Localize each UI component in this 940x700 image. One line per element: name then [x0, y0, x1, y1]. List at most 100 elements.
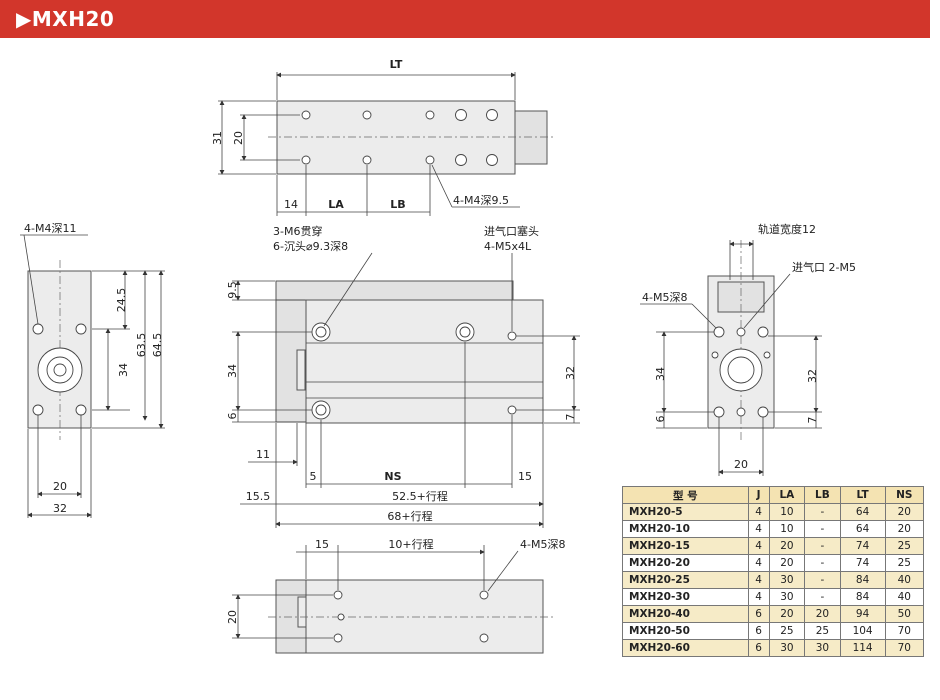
- cell: 20: [768, 554, 806, 572]
- dim-end-7: 7: [806, 417, 819, 424]
- dim-5: 5: [310, 470, 317, 483]
- dim-24-5: 24.5: [115, 288, 128, 313]
- cell: 10: [768, 520, 806, 538]
- dim-9-5: 9.5: [226, 281, 239, 299]
- cell: 6: [747, 622, 770, 640]
- cell-model: MXH20-15: [622, 537, 749, 555]
- header-lb: LB: [804, 486, 841, 504]
- cell: 74: [839, 537, 886, 555]
- cell-model: MXH20-60: [622, 639, 749, 657]
- cell: -: [804, 537, 841, 555]
- cell: 74: [839, 554, 886, 572]
- note-end-port: 进气口 2-M5: [792, 260, 856, 274]
- dim-20: 20: [232, 131, 245, 145]
- header-la: LA: [768, 486, 806, 504]
- cell: 6: [747, 605, 770, 623]
- dim-front-6: 6: [226, 413, 239, 420]
- cell: 4: [747, 520, 770, 538]
- dim-64-5: 64.5: [151, 333, 164, 358]
- dim-end-20: 20: [734, 458, 748, 471]
- dim-lt: LT: [390, 58, 403, 71]
- cell-model: MXH20-25: [622, 571, 749, 589]
- cell: 84: [839, 571, 886, 589]
- cell: 4: [747, 554, 770, 572]
- cell: 30: [768, 571, 806, 589]
- dim-front-34: 34: [226, 364, 239, 378]
- dim-63-5: 63.5: [135, 333, 148, 358]
- cell: 4: [747, 588, 770, 606]
- cell: 6: [747, 639, 770, 657]
- dim-front-32: 32: [564, 366, 577, 380]
- cell: 70: [884, 639, 925, 657]
- dim-lb: LB: [390, 198, 405, 211]
- cell: 70: [884, 622, 925, 640]
- cell: 4: [747, 503, 770, 521]
- cell: 10: [768, 503, 806, 521]
- cell: 64: [839, 520, 886, 538]
- cell: 20: [884, 520, 925, 538]
- bottom-view: 15 10+行程 4-M5深8 20: [226, 538, 565, 654]
- cell: -: [804, 520, 841, 538]
- end-view: 轨道宽度12 进气口 2-M5 4-M5深8 34 6 32 7 20: [640, 222, 856, 476]
- note-counterbore: 6-沉头⌀9.3深8: [273, 240, 348, 253]
- dim-15-5: 15.5: [246, 490, 271, 503]
- page-title: ▶MXH20: [16, 7, 115, 31]
- cell: 25: [884, 537, 925, 555]
- cell: 114: [839, 639, 886, 657]
- cell: 64: [839, 503, 886, 521]
- cell: 4: [747, 571, 770, 589]
- note-front-m5: 4-M5x4L: [484, 240, 532, 253]
- cell: -: [804, 554, 841, 572]
- note-rail-width: 轨道宽度12: [758, 222, 816, 236]
- cell: 20: [768, 537, 806, 555]
- dim-side-20: 20: [53, 480, 67, 493]
- note-m6: 3-M6贯穿: [273, 224, 322, 238]
- cell: -: [804, 588, 841, 606]
- note-port-plug: 进气口塞头: [484, 224, 539, 238]
- dim-68: 68+行程: [387, 510, 432, 523]
- dim-bottom-10: 10+行程: [388, 538, 433, 551]
- cell: 40: [884, 571, 925, 589]
- cell: -: [804, 503, 841, 521]
- dim-14: 14: [284, 198, 298, 211]
- dim-bottom-15: 15: [315, 538, 329, 551]
- dim-front-7: 7: [564, 414, 577, 421]
- cell: 40: [884, 588, 925, 606]
- top-view: LT 31 20 14 LA LB 4-M4深9.5: [211, 58, 555, 216]
- dim-31: 31: [211, 131, 224, 145]
- header-ns: NS: [884, 486, 925, 504]
- header-j: J: [747, 486, 770, 504]
- header-model: 型 号: [622, 486, 749, 504]
- side-view: 4-M4深11 24.5 63.5 64.5 34 20 32: [20, 222, 165, 518]
- dim-la: LA: [328, 198, 344, 211]
- cell: 30: [768, 639, 806, 657]
- cell: 4: [747, 537, 770, 555]
- dim-52-5: 52.5+行程: [392, 490, 448, 503]
- dim-end-6: 6: [654, 416, 667, 423]
- cell: 25: [768, 622, 806, 640]
- dim-end-34: 34: [654, 367, 667, 381]
- header-lt: LT: [839, 486, 886, 504]
- cell: 50: [884, 605, 925, 623]
- title-banner: ▶MXH20: [0, 0, 930, 38]
- cell: -: [804, 571, 841, 589]
- cell-model: MXH20-50: [622, 622, 749, 640]
- cell-model: MXH20-40: [622, 605, 749, 623]
- cell: 25: [884, 554, 925, 572]
- cell-model: MXH20-10: [622, 520, 749, 538]
- cell-model: MXH20-5: [622, 503, 749, 521]
- cell: 104: [839, 622, 886, 640]
- cell: 94: [839, 605, 886, 623]
- cell: 30: [804, 639, 841, 657]
